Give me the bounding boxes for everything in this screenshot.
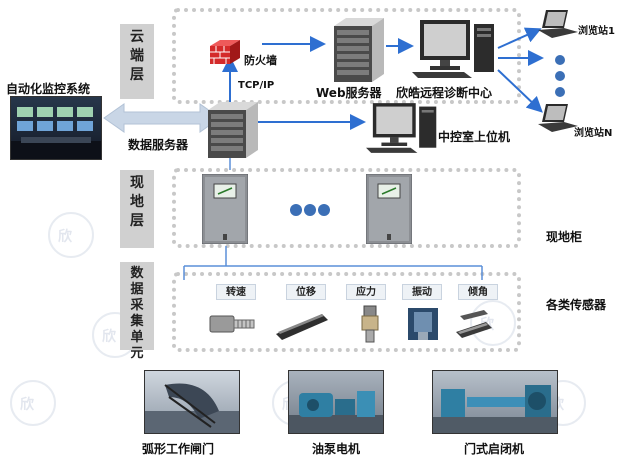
pc-icon [366,103,437,153]
tcpip-label: TCP/IP [238,80,275,91]
server-icon [334,18,384,82]
arrow-center-browseN [497,69,543,113]
radial-gate-photo [144,370,240,434]
pump-motor-photo [288,370,384,434]
cabinet-icon [366,174,412,244]
central-pc-label: 中控室上位机 [438,130,511,144]
sensor-icon [408,308,438,340]
sensor-tag-stress: 应力 [346,284,386,300]
layer-tag-field-text: 现地层 [130,175,144,229]
server-icon [208,102,258,158]
auto-monitor-label: 自动化监控系统 [6,82,91,96]
sensor-icon [361,305,379,343]
browse1-label: 浏览站1 [578,26,615,37]
laptop-icon [538,10,578,38]
field-cabinet-label: 现地柜 [546,230,583,244]
layer-tag-cloud: 云端层 [120,24,154,99]
cloud-layer-box [172,8,521,104]
pc-icon [412,20,494,78]
watermark-logo: 欣 [10,380,56,426]
laptop-icon [538,104,578,132]
layer-tag-acquisition: 数据采集单元 [120,262,154,361]
data-server-label: 数据服务器 [128,138,189,152]
firewall-icon [210,40,240,64]
web-server-label: Web服务器 [316,86,382,100]
field-layer-box [172,168,521,248]
layer-tag-field: 现地层 [120,170,154,248]
cabinet-icon [202,174,248,244]
remote-center-label: 欣皓远程诊断中心 [396,86,493,100]
sensor-icon [209,315,255,333]
sensor-tag-vibration: 振动 [402,284,442,300]
layer-tag-acquisition-text: 数据采集单元 [130,266,144,361]
firewall-label: 防火墙 [244,54,277,67]
gate-hoist-label: 门式启闭机 [464,442,525,456]
sensor-tag-displacement: 位移 [286,284,326,300]
browseN-label: 浏览站N [574,128,613,139]
sensor-icon [456,310,492,338]
sensor-tag-speed: 转速 [216,284,256,300]
layer-tag-cloud-text: 云端层 [130,29,144,83]
sensors-label: 各类传感器 [546,298,607,312]
watermark-logo: 欣 [48,212,94,258]
acquisition-layer-box [172,272,521,352]
sensor-icon [276,314,328,340]
sensor-tag-tilt: 倾角 [458,284,498,300]
arrow-center-browse1 [497,27,542,49]
gate-hoist-photo [432,370,558,434]
monitor-room-photo [10,96,102,160]
pump-motor-label: 油泵电机 [312,442,361,456]
radial-gate-label: 弧形工作闸门 [142,442,215,456]
double-arrow [103,103,221,133]
